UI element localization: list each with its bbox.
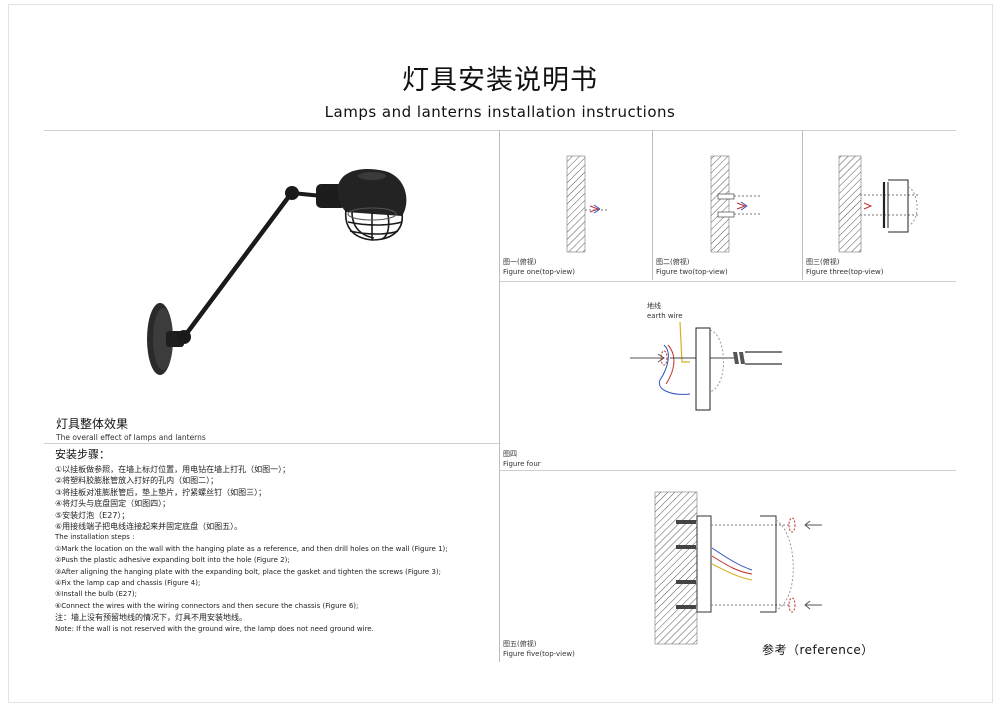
fig4-caption-en: Figure four: [503, 460, 541, 468]
figure-4-diagram: [630, 321, 782, 411]
overall-effect-label-en: The overall effect of lamps and lanterns: [56, 433, 206, 442]
fig1-fig2-divider: [652, 130, 653, 280]
step-en-3: ③After aligning the hanging plate with t…: [55, 567, 442, 576]
lamp-cage: [344, 209, 403, 241]
fig1-caption-cn: 图一(俯视): [503, 258, 537, 266]
fig4-divider: [500, 470, 956, 471]
figure-3-diagram: [838, 155, 920, 253]
step-cn-3: ③将挂板对准膨胀管后，垫上垫片，拧紧螺丝钉（如图三）；: [55, 487, 267, 497]
fig4-ground-label-en: earth wire: [647, 312, 683, 320]
note-cn: 注：墙上没有预留地线的情况下，灯具不用安装地线。: [55, 613, 247, 623]
center-divider: [499, 130, 500, 662]
page-frame: [8, 4, 993, 703]
step-en-2: ②Push the plastic adhesive expanding bol…: [55, 556, 290, 565]
fig2-fig3-divider: [802, 130, 803, 280]
step-cn-6: ⑥用接线端子把电线连接起来并固定底盘（如图五）。: [55, 522, 243, 532]
fig2-caption-en: Figure two(top-view): [656, 268, 728, 276]
step-cn-4: ④将灯头与底盘固定（如图四）；: [55, 499, 171, 509]
reference-label: 参考（reference）: [762, 643, 874, 657]
steps-heading-cn: 安装步骤：: [55, 448, 110, 461]
figure-1-diagram: [566, 155, 608, 253]
fig4-ground-label-cn: 地线: [647, 302, 661, 310]
lamp-lower-arm: [181, 192, 293, 340]
step-cn-1: ①以挂板做参照，在墙上标灯位置，用电钻在墙上打孔（如图一）；: [55, 465, 291, 474]
lamp-bulb: [347, 207, 397, 221]
figure-2-diagram: [710, 155, 760, 253]
step-cn-5: ⑤安装灯泡（E27）；: [55, 510, 130, 520]
step-en-4: ④Fix the lamp cap and chassis (Figure 4)…: [55, 579, 201, 588]
left-section-divider: [44, 443, 499, 444]
page-title-en: Lamps and lanterns installation instruct…: [324, 103, 676, 121]
header-divider: [44, 130, 956, 131]
page-title-cn: 灯具安装说明书: [402, 65, 598, 96]
fig4-caption-cn: 图四: [503, 450, 517, 458]
fig2-caption-cn: 图二(俯视): [656, 258, 690, 266]
step-en-6: ⑥Connect the wires with the wiring conne…: [55, 601, 359, 610]
step-en-1: ①Mark the location on the wall with the …: [55, 544, 448, 553]
fig5-caption-en: Figure five(top-view): [503, 650, 575, 658]
fig1-caption-en: Figure one(top-view): [503, 268, 576, 276]
note-en: Note: If the wall is not reserved with t…: [55, 624, 374, 633]
lamp-shade: [337, 168, 407, 216]
step-en-5: ⑤Install the bulb (E27);: [55, 590, 137, 599]
fig5-caption-cn: 图五(俯视): [503, 640, 537, 648]
step-cn-2: ②将塑料胶膨胀管放入打好的孔内（如图二）；: [55, 476, 219, 486]
overall-effect-label-cn: 灯具整体效果: [56, 417, 129, 431]
fig-row1-divider: [500, 281, 956, 282]
steps-heading-en: The installation steps :: [55, 533, 135, 542]
fig3-caption-cn: 图三(俯视): [806, 258, 840, 266]
installation-steps: 安装步骤： ①以挂板做参照，在墙上标灯位置，用电钻在墙上打孔（如图一）； ②将塑…: [55, 448, 495, 635]
fig3-caption-en: Figure three(top-view): [806, 268, 884, 276]
figure-5-diagram: [654, 491, 822, 645]
